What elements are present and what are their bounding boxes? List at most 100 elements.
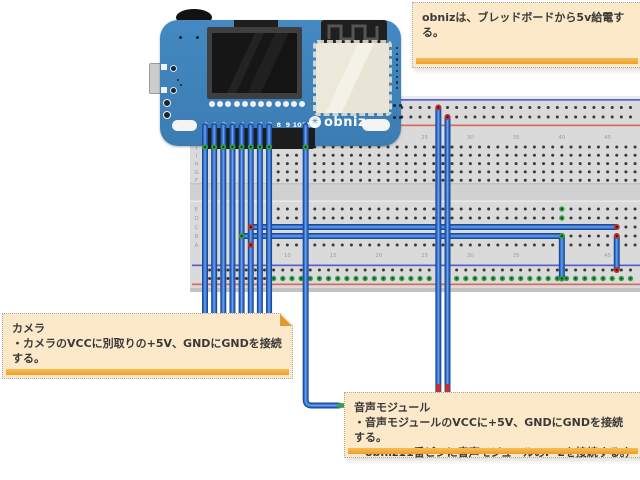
rail-hole xyxy=(546,106,550,109)
rail-hole xyxy=(427,106,431,109)
rail-hole xyxy=(583,268,587,272)
breadboard-hole xyxy=(514,243,518,247)
breadboard-hole xyxy=(377,178,381,182)
wire xyxy=(305,125,340,407)
row-letter: A xyxy=(195,243,199,249)
connected-hole-center xyxy=(601,277,605,280)
breadboard-hole xyxy=(423,178,427,182)
breadboard-hole xyxy=(505,178,509,182)
connected-hole-center xyxy=(272,277,275,280)
rail-hole xyxy=(592,115,596,119)
breadboard-hole xyxy=(468,153,472,157)
breadboard-hole xyxy=(633,170,637,174)
breadboard-hole xyxy=(478,162,481,166)
connected-hole-center xyxy=(519,277,522,280)
breadboard-hole xyxy=(441,153,445,157)
breadboard-hole xyxy=(295,162,298,166)
breadboard-hole xyxy=(615,162,619,166)
pin-label: 8 xyxy=(276,121,282,129)
connected-hole-center xyxy=(483,277,486,280)
rail-hole xyxy=(482,115,486,119)
rail-hole xyxy=(244,268,248,272)
rail-hole xyxy=(226,277,230,280)
camera-callout-accent-bar xyxy=(6,369,289,375)
breadboard-hole xyxy=(395,170,399,174)
breadboard-hole xyxy=(468,145,472,149)
channel-line xyxy=(190,200,640,202)
breadboard-hole xyxy=(295,178,298,182)
breadboard-hole xyxy=(606,153,610,157)
right-button[interactable] xyxy=(362,119,390,131)
breadboard-hole xyxy=(532,162,536,166)
column-number: 35 xyxy=(513,135,520,141)
rail-hole xyxy=(491,115,495,119)
breadboard-hole xyxy=(551,243,555,247)
breadboard-hole xyxy=(569,162,573,166)
rail-hole xyxy=(226,268,230,272)
rail-hole xyxy=(418,268,422,272)
breadboard-hole xyxy=(432,145,436,149)
rail-hole xyxy=(555,268,559,272)
breadboard-hole xyxy=(532,145,536,149)
side-dot xyxy=(396,64,399,67)
breadboard-hole xyxy=(331,145,335,149)
breadboard-hole xyxy=(487,243,491,247)
breadboard-hole xyxy=(459,178,463,182)
breadboard-hole xyxy=(633,225,637,229)
rail-hole xyxy=(272,268,276,272)
breadboard-hole xyxy=(322,207,326,211)
wire-green-tip xyxy=(337,403,345,408)
rail-hole xyxy=(464,106,468,109)
breadboard-hole xyxy=(349,153,353,157)
breadboard-hole xyxy=(514,162,518,166)
breadboard-hole xyxy=(633,207,637,211)
breadboard-hole xyxy=(340,162,344,166)
rail-hole xyxy=(510,268,514,272)
rail-hole xyxy=(546,115,550,119)
rail-hole xyxy=(317,268,321,272)
rail-hole xyxy=(510,106,514,109)
breadboard-hole xyxy=(487,162,491,166)
breadboard-hole xyxy=(578,153,582,157)
top-rail-blue-line xyxy=(192,99,640,101)
row-letter: B xyxy=(195,234,199,240)
rail-hole xyxy=(482,268,486,272)
left-button[interactable] xyxy=(172,120,197,131)
rail-hole xyxy=(327,268,331,272)
wire-connector-dot-center xyxy=(212,145,216,149)
breadboard-hole xyxy=(496,145,500,149)
rail-hole xyxy=(208,268,212,272)
breadboard-hole xyxy=(386,243,390,247)
rail-hole xyxy=(409,106,413,109)
breadboard-hole xyxy=(551,170,555,174)
breadboard-hole xyxy=(514,216,518,220)
breadboard-hole xyxy=(395,145,399,149)
breadboard-hole xyxy=(322,170,326,174)
rail-hole xyxy=(455,268,459,272)
breadboard-hole xyxy=(514,170,518,174)
breadboard-hole xyxy=(359,145,363,149)
breadboard-hole xyxy=(313,216,317,220)
breadboard-hole xyxy=(478,207,481,211)
breadboard-hole xyxy=(551,145,555,149)
rail-hole xyxy=(564,115,568,119)
breadboard-hole xyxy=(340,170,344,174)
breadboard-hole xyxy=(596,234,600,238)
column-number: 45 xyxy=(604,253,611,259)
breadboard-hole xyxy=(423,216,427,220)
rail-hole xyxy=(537,115,541,119)
breadboard-hole xyxy=(386,178,390,182)
breadboard-hole xyxy=(505,243,509,247)
breadboard-hole xyxy=(377,170,381,174)
column-number: 35 xyxy=(513,253,520,259)
breadboard-hole xyxy=(542,153,546,157)
breadboard-hole xyxy=(523,145,527,149)
breadboard-hole xyxy=(285,178,289,182)
breadboard-hole xyxy=(578,178,582,182)
breadboard-hole xyxy=(606,207,610,211)
rail-hole xyxy=(500,115,504,119)
column-number: 25 xyxy=(421,253,428,259)
breadboard-hole xyxy=(542,243,546,247)
connected-hole-center xyxy=(345,277,348,280)
breadboard-hole xyxy=(441,145,445,149)
